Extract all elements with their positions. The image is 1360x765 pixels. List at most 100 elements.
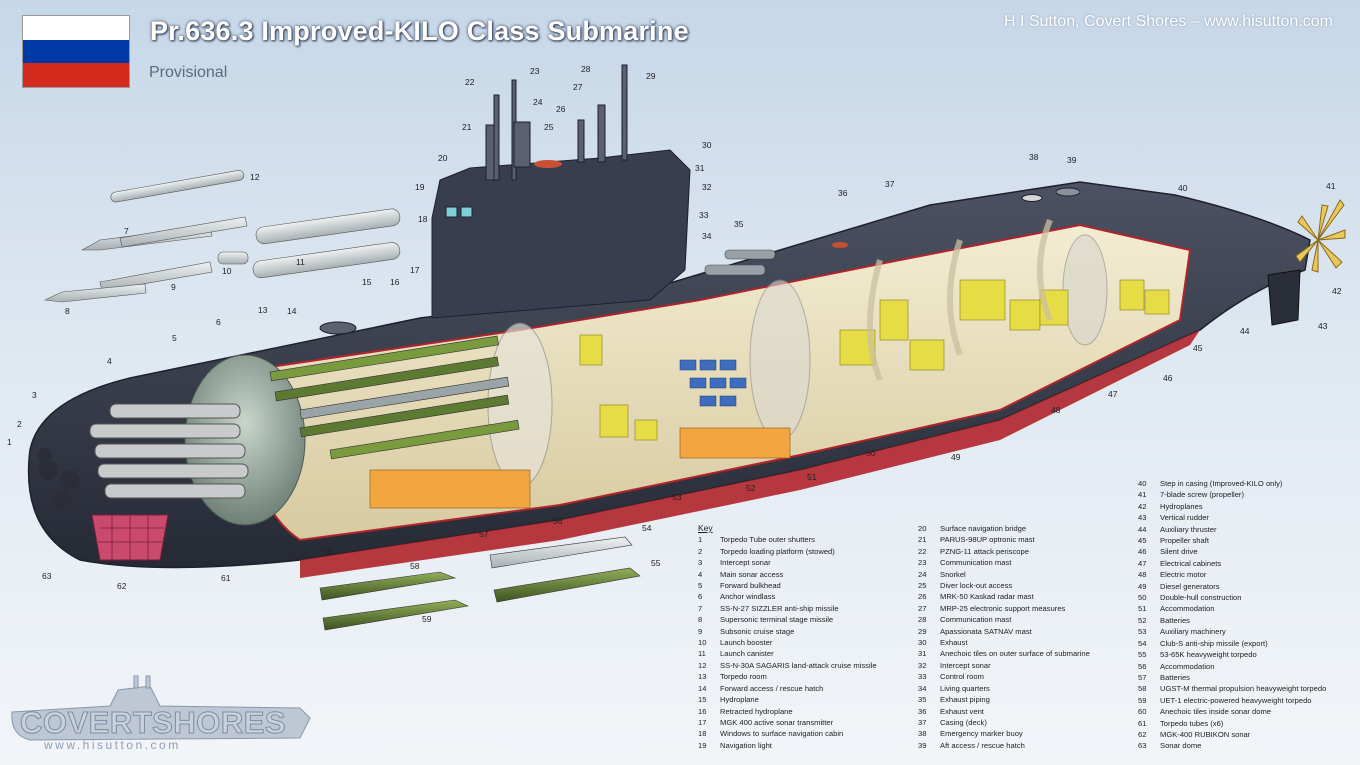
exhaust-vent bbox=[832, 242, 848, 248]
callout-31: 31 bbox=[695, 163, 705, 173]
callout-27: 27 bbox=[573, 82, 583, 92]
torpedo-room bbox=[269, 335, 520, 460]
callout-11: 11 bbox=[296, 257, 305, 267]
callout-6: 6 bbox=[216, 317, 221, 327]
callout-labels: 1 2 3 4 5 6 7 8 9 10 11 12 13 14 15 16 1… bbox=[7, 64, 1342, 624]
forward-bulkhead bbox=[184, 354, 306, 526]
torpedo-tube-shutters bbox=[38, 448, 80, 510]
callout-15: 15 bbox=[362, 277, 372, 287]
callout-59: 59 bbox=[422, 614, 432, 624]
callout-22: 22 bbox=[465, 77, 475, 87]
callout-26: 26 bbox=[556, 104, 566, 114]
callout-20: 20 bbox=[438, 153, 448, 163]
equipment-yellow bbox=[579, 279, 1170, 441]
callout-17: 17 bbox=[410, 265, 420, 275]
callout-7: 7 bbox=[124, 226, 129, 236]
callout-56: 56 bbox=[553, 516, 563, 526]
logo-submarine-silhouette bbox=[11, 675, 311, 741]
callout-32: 32 bbox=[702, 182, 712, 192]
key-heading: Key bbox=[698, 523, 713, 533]
callout-61: 61 bbox=[221, 573, 231, 583]
callout-12: 12 bbox=[250, 172, 260, 182]
callout-10: 10 bbox=[222, 266, 232, 276]
marker-buoy bbox=[1021, 194, 1043, 202]
callout-45: 45 bbox=[1193, 343, 1203, 353]
covertshores-url: www.hisutton.com bbox=[44, 738, 181, 752]
callout-42: 42 bbox=[1332, 286, 1342, 296]
callout-50: 50 bbox=[866, 448, 876, 458]
callout-21: 21 bbox=[462, 122, 472, 132]
missiles bbox=[43, 170, 401, 303]
callout-53: 53 bbox=[672, 492, 682, 502]
hull-frames bbox=[867, 218, 1053, 382]
callout-35: 35 bbox=[734, 219, 744, 229]
callout-46: 46 bbox=[1163, 373, 1173, 383]
callout-28: 28 bbox=[581, 64, 591, 74]
callout-43: 43 bbox=[1318, 321, 1328, 331]
callout-37: 37 bbox=[885, 179, 895, 189]
callout-5: 5 bbox=[172, 333, 177, 343]
callout-54: 54 bbox=[642, 523, 652, 533]
page-title: Pr.636.3 Improved-KILO Class Submarine bbox=[150, 16, 689, 46]
callout-9: 9 bbox=[171, 282, 176, 292]
seven-blade-screw bbox=[1295, 199, 1346, 273]
callout-2: 2 bbox=[17, 419, 22, 429]
callout-62: 62 bbox=[117, 581, 127, 591]
callout-38: 38 bbox=[1029, 152, 1039, 162]
double-hull-cut bbox=[300, 330, 1200, 578]
bulkhead-4 bbox=[1062, 234, 1108, 346]
callout-18: 18 bbox=[418, 214, 428, 224]
torpedoes bbox=[319, 536, 641, 631]
callout-44: 44 bbox=[1240, 326, 1250, 336]
forward-rescue-hatch bbox=[319, 321, 357, 335]
callout-41: 41 bbox=[1326, 181, 1336, 191]
missile-terminal-stage bbox=[43, 283, 147, 303]
callout-23: 23 bbox=[530, 66, 540, 76]
callout-55: 55 bbox=[651, 558, 661, 568]
callout-25: 25 bbox=[544, 122, 554, 132]
callout-4: 4 bbox=[107, 356, 112, 366]
callout-57: 57 bbox=[479, 529, 489, 539]
callout-1: 1 bbox=[7, 437, 12, 447]
vertical-rudder bbox=[1267, 269, 1301, 326]
credit-text: H I Sutton, Covert Shores – www.hisutton… bbox=[1003, 13, 1333, 30]
rubikon-sonar bbox=[91, 514, 169, 561]
callout-29: 29 bbox=[646, 71, 656, 81]
